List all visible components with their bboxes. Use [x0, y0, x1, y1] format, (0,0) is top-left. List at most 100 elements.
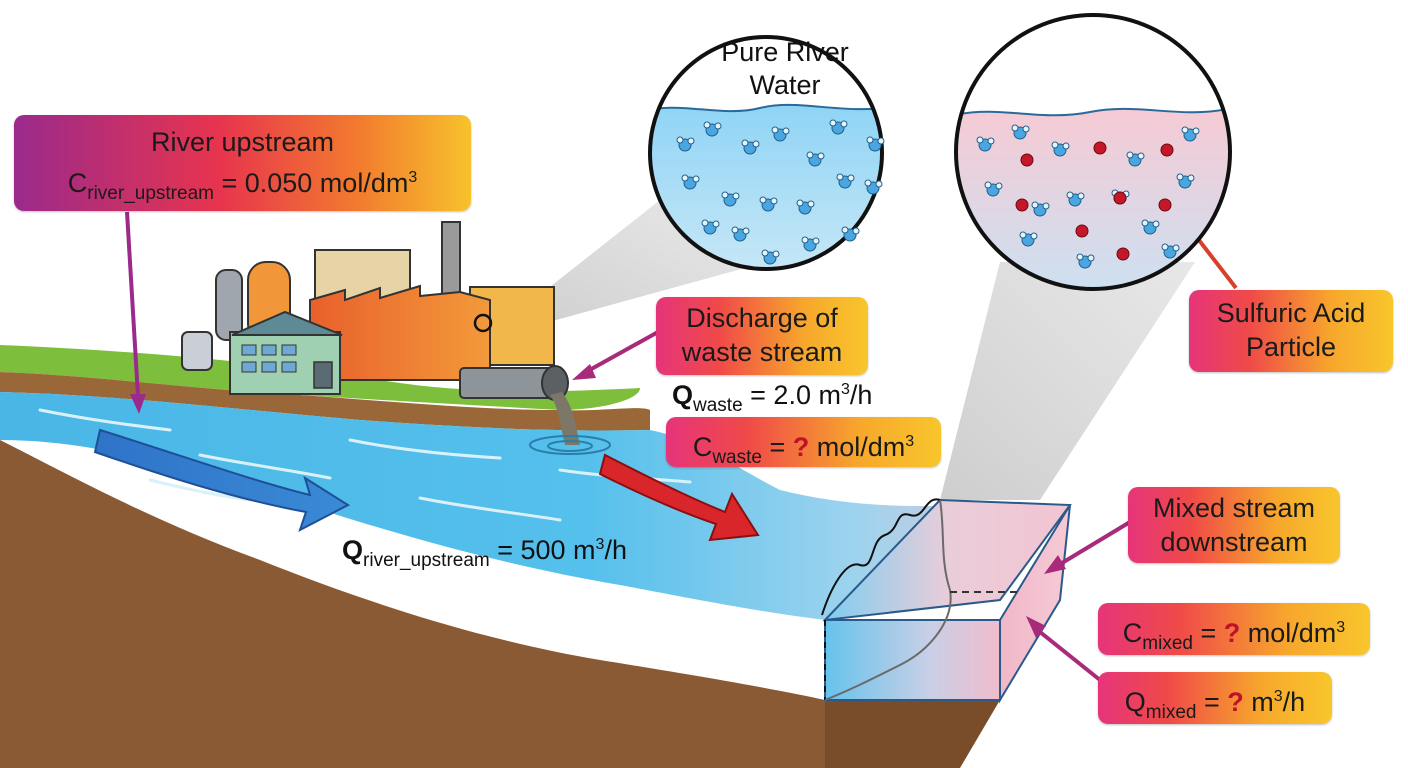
- q-waste-unit: /h: [849, 380, 873, 410]
- water-molecule: [1011, 124, 1030, 140]
- c-mixed-label: Cmixed = ? mol/dm3: [1098, 603, 1370, 655]
- mixed-block-side: [999, 504, 1071, 704]
- water-molecule: [796, 199, 815, 215]
- q-mixed-unknown: ?: [1227, 687, 1244, 717]
- acid-particle: [1160, 143, 1174, 157]
- acid-particle: [1015, 198, 1029, 212]
- q-mixed-sub: mixed: [1145, 702, 1197, 723]
- pure-water-label: Pure River Water: [680, 36, 890, 102]
- river-ripples: [38, 408, 692, 522]
- mixed-pointer-arrow: [1044, 520, 1132, 574]
- water-molecule: [864, 179, 883, 195]
- water-molecule: [681, 174, 700, 190]
- water-molecule: [841, 226, 860, 242]
- mixing-boundary-wave: [821, 498, 941, 616]
- acid-particle: [1158, 198, 1172, 212]
- factory: [181, 221, 555, 395]
- q-river-exp: 3: [595, 536, 605, 553]
- river: [0, 392, 1070, 620]
- c-upstream-exp: 3: [408, 169, 418, 186]
- q-river-value: = 500 m: [489, 535, 596, 565]
- c-upstream-var: C: [67, 168, 88, 198]
- soil-cross-section: [0, 440, 825, 768]
- q-river-equation: Qriver_upstream = 500 m3/h: [342, 535, 627, 572]
- c-waste-label: Cwaste = ? mol/dm3: [666, 417, 941, 468]
- acid-particle: [1116, 247, 1130, 261]
- c-waste-sub: waste: [712, 447, 762, 468]
- q-mixed-exp: 3: [1273, 688, 1283, 705]
- q-river-sub: river_upstream: [363, 550, 490, 571]
- c-waste-var: C: [692, 432, 713, 462]
- c-mixed-unknown: ?: [1223, 618, 1241, 648]
- discharge-label: Discharge of waste stream: [656, 297, 868, 375]
- c-mixed-sub: mixed: [1142, 633, 1193, 654]
- c-mixed-unit: mol/dm: [1240, 618, 1337, 648]
- c-mixed-var: C: [1122, 618, 1143, 648]
- mixed-line1: Mixed stream: [1152, 493, 1316, 523]
- upstream-pointer-arrow: [125, 211, 146, 414]
- mixed-molecules: [976, 124, 1200, 269]
- c-mixed-eq: =: [1192, 618, 1224, 648]
- water-molecule: [1031, 201, 1050, 217]
- water-molecule: [741, 139, 760, 155]
- river-flow-arrow: [93, 428, 351, 533]
- discharge-pointer-arrow: [572, 330, 659, 380]
- c-waste-unknown: ?: [792, 432, 810, 462]
- water-molecule: [836, 173, 855, 189]
- mixing-boundary-curve: [824, 499, 952, 701]
- water-molecule: [801, 236, 820, 252]
- waste-flow-arrow: [598, 453, 760, 542]
- water-molecules: [676, 119, 885, 265]
- water-molecule: [866, 136, 885, 152]
- water-molecule: [806, 151, 825, 167]
- water-molecule: [1019, 231, 1038, 247]
- water-molecule: [1051, 141, 1070, 157]
- water-molecule: [701, 219, 720, 235]
- water-molecule: [984, 181, 1003, 197]
- acid-water-zoom-circle: [954, 13, 1232, 291]
- c-upstream-value: = 0.050 mol/dm: [213, 168, 409, 198]
- c-upstream-equation: Criver_upstream = 0.050 mol/dm3: [14, 161, 471, 211]
- zoom-beam-mixed: [940, 262, 1195, 500]
- water-molecule: [1066, 191, 1085, 207]
- c-waste-exp: 3: [905, 433, 915, 450]
- q-mixed-eq: =: [1196, 687, 1228, 717]
- river-upstream-title: River upstream: [150, 127, 335, 157]
- water-molecule: [829, 119, 848, 135]
- water-molecule: [721, 191, 740, 207]
- pure-water-label-line1: Pure River: [721, 37, 849, 67]
- q-river-unit: /h: [604, 535, 627, 565]
- pure-water-zoom-circle: [648, 35, 885, 271]
- q-mixed-label: Qmixed = ? m3/h: [1098, 672, 1332, 724]
- water-molecule: [771, 126, 790, 142]
- pure-water-label-line2: Water: [749, 70, 821, 100]
- acid-particle: [1020, 153, 1034, 167]
- water-molecule: [1141, 219, 1160, 235]
- q-waste-equation: Qwaste = 2.0 m3/h: [672, 380, 872, 417]
- water-molecule: [1076, 253, 1095, 269]
- sulfuric-line1: Sulfuric Acid: [1216, 298, 1366, 328]
- water-molecule: [703, 121, 722, 137]
- c-waste-eq: =: [761, 432, 793, 462]
- q-waste-exp: 3: [840, 381, 850, 398]
- acid-particle: [1075, 224, 1089, 238]
- q-mixed-unit2: /h: [1282, 687, 1306, 717]
- soil-bank: [0, 372, 650, 431]
- sulfuric-acid-label: Sulfuric Acid Particle: [1189, 290, 1393, 372]
- water-molecule: [976, 136, 995, 152]
- q-mixed-unit: m: [1243, 687, 1274, 717]
- discharge-line2: waste stream: [681, 337, 843, 367]
- water-molecule: [761, 249, 780, 265]
- water-molecule: [759, 196, 778, 212]
- sulfuric-line2: Particle: [1245, 332, 1337, 362]
- mixed-stream-label: Mixed stream downstream: [1128, 487, 1340, 563]
- q-mixed-var: Q: [1124, 687, 1146, 717]
- q-waste-value: = 2.0 m: [742, 380, 841, 410]
- c-waste-unit: mol/dm: [809, 432, 906, 462]
- acid-particle: [1093, 141, 1107, 155]
- river-upstream-label: River upstream Criver_upstream = 0.050 m…: [14, 115, 471, 211]
- q-waste-sub: waste: [693, 395, 743, 416]
- water-molecule: [1176, 173, 1195, 189]
- water-molecule: [731, 226, 750, 242]
